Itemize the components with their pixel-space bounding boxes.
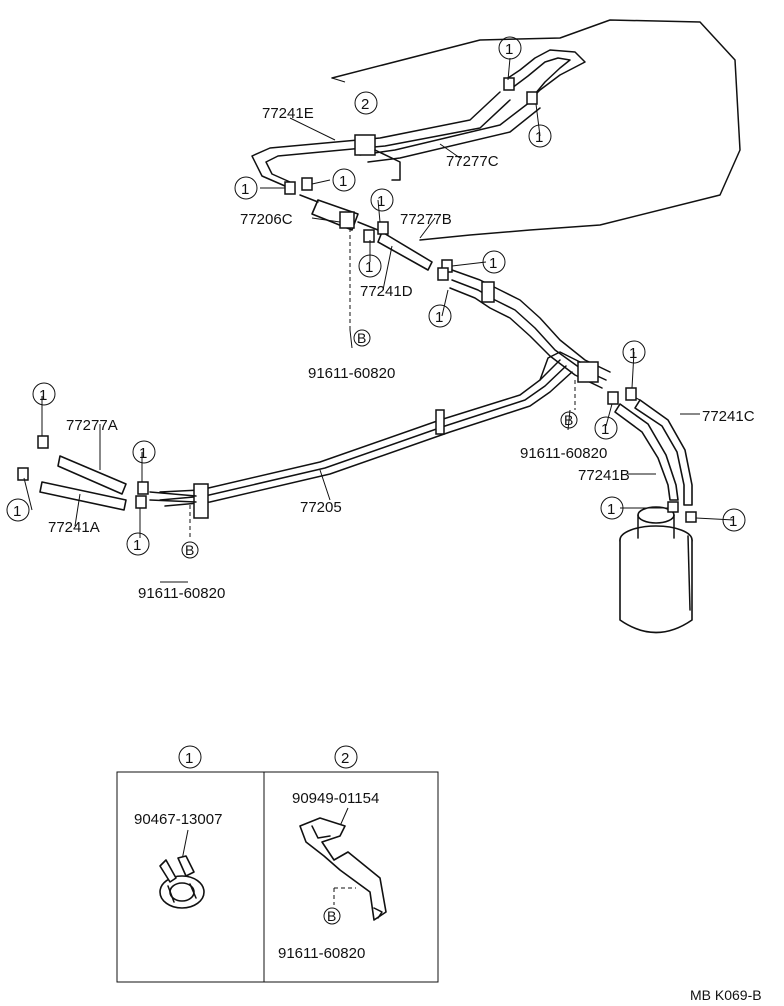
svg-text:B: B bbox=[564, 412, 573, 428]
svg-text:1: 1 bbox=[139, 445, 147, 462]
svg-text:1: 1 bbox=[365, 259, 373, 276]
detail-box-1-title: 1 bbox=[185, 750, 193, 767]
svg-text:1: 1 bbox=[729, 513, 737, 530]
detail-box-2-title: 2 bbox=[341, 750, 349, 767]
valve-77206c-mount bbox=[339, 211, 355, 229]
bracket-2-upper bbox=[354, 134, 376, 156]
valve-77206c-pipe bbox=[299, 194, 379, 231]
svg-text:1: 1 bbox=[39, 387, 47, 404]
label-77241b: 77241B bbox=[578, 467, 630, 484]
label-77277a: 77277A bbox=[66, 417, 118, 434]
pipe-77277c-2 bbox=[367, 107, 541, 163]
svg-text:1: 1 bbox=[339, 173, 347, 190]
hose-77241a bbox=[39, 481, 127, 511]
clip-o bbox=[137, 481, 149, 495]
svg-text:B: B bbox=[357, 330, 366, 346]
detail-part-2: 90949-01154 bbox=[292, 790, 379, 807]
svg-text:1: 1 bbox=[133, 537, 141, 554]
clip-p bbox=[135, 495, 147, 509]
clip-j bbox=[607, 391, 619, 405]
bracket-right bbox=[481, 281, 495, 303]
label-77277c: 77277C bbox=[446, 153, 499, 170]
clip-f bbox=[363, 229, 375, 243]
clip-i bbox=[625, 387, 637, 401]
svg-text:2: 2 bbox=[361, 96, 369, 113]
svg-text:1: 1 bbox=[505, 41, 513, 58]
pipe-77241e bbox=[251, 91, 501, 187]
clip-a bbox=[284, 181, 296, 195]
footer-code: MB K069-B bbox=[690, 987, 762, 1003]
upper-hose-loop bbox=[504, 49, 586, 101]
svg-text:1: 1 bbox=[601, 421, 609, 438]
hose-77241c bbox=[634, 399, 693, 506]
pipe-77241e-2 bbox=[265, 99, 511, 183]
svg-text:1: 1 bbox=[629, 345, 637, 362]
clip-h bbox=[437, 267, 449, 281]
label-77241c: 77241C bbox=[702, 408, 755, 425]
label-77241e: 77241E bbox=[262, 105, 314, 122]
callout-2: 2 bbox=[354, 91, 378, 115]
callout-1-group: 1 1 1 1 1 1 1 1 1 1 1 1 1 1 1 1 bbox=[6, 36, 746, 556]
upper-hose-loop-2 bbox=[511, 57, 571, 95]
pipe-bundle-right-3 bbox=[449, 287, 603, 389]
detail-bracket bbox=[299, 817, 387, 921]
pipe-77277c bbox=[359, 101, 531, 156]
bracket-canister bbox=[577, 361, 599, 383]
leader-detail-1 bbox=[181, 829, 189, 861]
clip-m bbox=[37, 435, 49, 449]
label-91611-a: 91611-60820 bbox=[308, 365, 395, 382]
canister-stub bbox=[687, 535, 691, 611]
bracket-left bbox=[193, 483, 209, 519]
hose-77277a bbox=[57, 455, 127, 495]
label-77241d: 77241D bbox=[360, 283, 413, 300]
label-77205: 77205 bbox=[300, 499, 342, 516]
label-77241a: 77241A bbox=[48, 519, 100, 536]
bracket-2-arm bbox=[374, 149, 401, 181]
callout-b-group: B B B bbox=[181, 329, 578, 559]
clip-n bbox=[17, 467, 29, 481]
pipe-bundle-right bbox=[451, 269, 611, 373]
label-77277b: 77277B bbox=[400, 211, 452, 228]
clip-e bbox=[377, 221, 389, 235]
pipe-77205-loop bbox=[539, 351, 581, 381]
detail-bolt-dash bbox=[333, 887, 356, 905]
pipe-77205-2 bbox=[159, 365, 567, 501]
pipe-bundle-right-2 bbox=[451, 279, 607, 381]
clip-mid bbox=[435, 409, 445, 435]
clip-c bbox=[503, 77, 515, 91]
leaders bbox=[23, 57, 735, 583]
tank-edge bbox=[331, 77, 346, 83]
clamp-tabs bbox=[159, 855, 195, 883]
hose-77277b bbox=[377, 231, 433, 271]
clip-d bbox=[526, 91, 538, 105]
pipe-77205-3 bbox=[164, 371, 573, 507]
leader-detail-2 bbox=[339, 807, 349, 827]
svg-text:1: 1 bbox=[241, 181, 249, 198]
detail-box: 1 2 90467-13007 90949-01154 B 91611-6082… bbox=[116, 745, 439, 983]
detail-bolt-part: 91611-60820 bbox=[278, 945, 365, 962]
canister-neck bbox=[637, 514, 675, 539]
clip-k bbox=[667, 501, 679, 513]
label-91611-c: 91611-60820 bbox=[138, 585, 225, 602]
svg-text:B: B bbox=[327, 908, 336, 924]
svg-text:1: 1 bbox=[489, 255, 497, 272]
svg-text:1: 1 bbox=[435, 309, 443, 326]
svg-text:1: 1 bbox=[535, 129, 543, 146]
pipe-left-ends bbox=[149, 491, 197, 503]
clip-l bbox=[685, 511, 697, 523]
clip-b bbox=[301, 177, 313, 191]
svg-text:1: 1 bbox=[377, 193, 385, 210]
fuel-tank-outline bbox=[331, 19, 741, 241]
label-91611-b: 91611-60820 bbox=[520, 445, 607, 462]
hose-77241b bbox=[614, 403, 679, 501]
svg-text:1: 1 bbox=[13, 503, 21, 520]
svg-text:1: 1 bbox=[607, 501, 615, 518]
detail-bracket-slot bbox=[373, 907, 383, 919]
svg-text:B: B bbox=[185, 542, 194, 558]
label-77206c: 77206C bbox=[240, 211, 293, 228]
canister-body bbox=[619, 539, 693, 634]
detail-part-1: 90467-13007 bbox=[134, 811, 222, 828]
